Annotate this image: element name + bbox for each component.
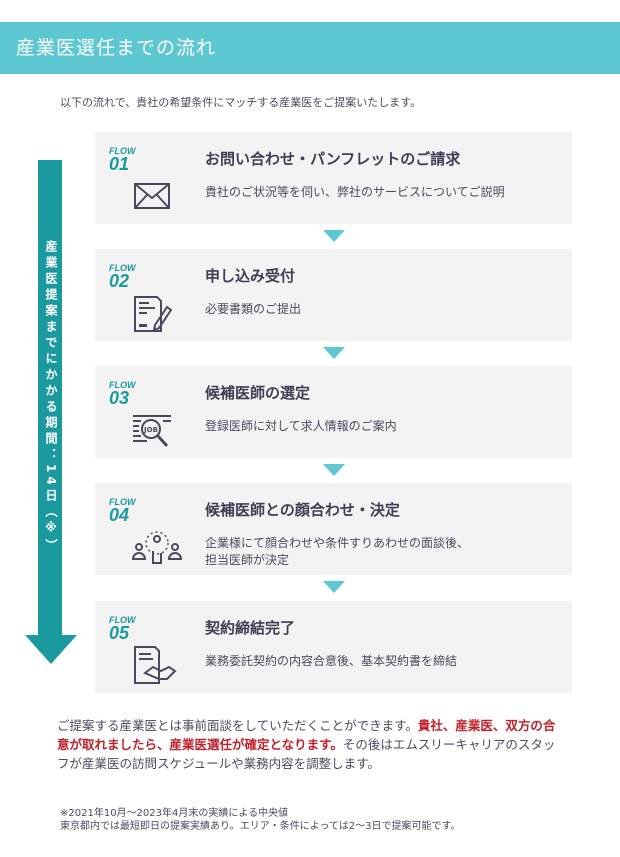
flow-down-arrow-icon <box>323 464 345 476</box>
step-title: 候補医師との顔合わせ・決定 <box>205 501 400 519</box>
step-description: 登録医師に対して求人情報のご案内 <box>205 419 397 433</box>
note-highlight: 貴社、産業医、双方の合意が取れましたら、産業医選任が確定となります。 <box>57 718 556 752</box>
contract-handshake-icon <box>131 645 177 685</box>
flow-down-arrow-icon <box>323 347 345 359</box>
step-number: 01 <box>109 154 130 174</box>
step-description: 貴社のご状況等を伺い、弊社のサービスについてご説明 <box>205 185 505 199</box>
step-description: 業務委託契約の内容合意後、基本契約書を締結 <box>205 654 458 668</box>
step-number: 03 <box>109 388 130 408</box>
flow-label: FLOW <box>109 380 136 390</box>
flow-label: FLOW <box>109 497 136 507</box>
note-part1: ご提案する産業医とは事前面談をしていただくことができます。 <box>57 718 418 733</box>
timeline-arrow-shaft <box>38 160 62 636</box>
intro-text: 以下の流れで、貴社の希望条件にマッチする産業医をご提案いたします。 <box>60 96 422 109</box>
step-number: 05 <box>109 623 130 643</box>
step-title: お問い合わせ・パンフレットのご請求 <box>205 150 461 168</box>
flow-label: FLOW <box>109 146 136 156</box>
envelope-icon <box>131 176 173 216</box>
note-part2: その後はエムスリーキャリアのスタッフが産業医の訪問スケジュールや業務内容を調整し… <box>57 737 556 771</box>
flow-label: FLOW <box>109 615 136 625</box>
step-title: 候補医師の選定 <box>205 384 311 402</box>
document-pen-icon <box>131 293 173 333</box>
svg-text:JOB: JOB <box>143 426 158 434</box>
footnote: 東京都内では最短即日の提案実績あり。エリア・条件によっては2～3日で提案可能です… <box>60 821 461 832</box>
step-description: 必要書類のご提出 <box>205 302 302 316</box>
note-text: ご提案する産業医とは事前面談をしていただくことができます。貴社、産業医、双方の合… <box>57 716 557 773</box>
flow-down-arrow-icon <box>323 230 345 242</box>
step-title: 契約締結完了 <box>205 619 296 637</box>
flow-down-arrow-icon <box>323 581 345 593</box>
people-select-icon <box>131 527 183 567</box>
step-number: 04 <box>109 505 130 525</box>
footnote: ※2021年10月～2023年4月末の実績による中央値 <box>60 808 289 819</box>
step-title: 申し込み受付 <box>205 267 296 285</box>
page-title: 産業医選任までの流れ <box>0 22 620 74</box>
timeline-arrowhead <box>25 635 77 664</box>
footnotes: ※2021年10月～2023年4月末の実績による中央値 東京都内では最短即日の提… <box>60 807 461 833</box>
flow-label: FLOW <box>109 263 136 273</box>
step-description: 企業様にて顔合わせや条件すりあわせの面談後、 担当医師が決定 <box>205 536 470 567</box>
job-search-icon: JOB <box>131 410 173 450</box>
timeline-label: 産業医提案までにかかる期間：14日（※） <box>44 240 58 555</box>
step-number: 02 <box>109 271 130 291</box>
